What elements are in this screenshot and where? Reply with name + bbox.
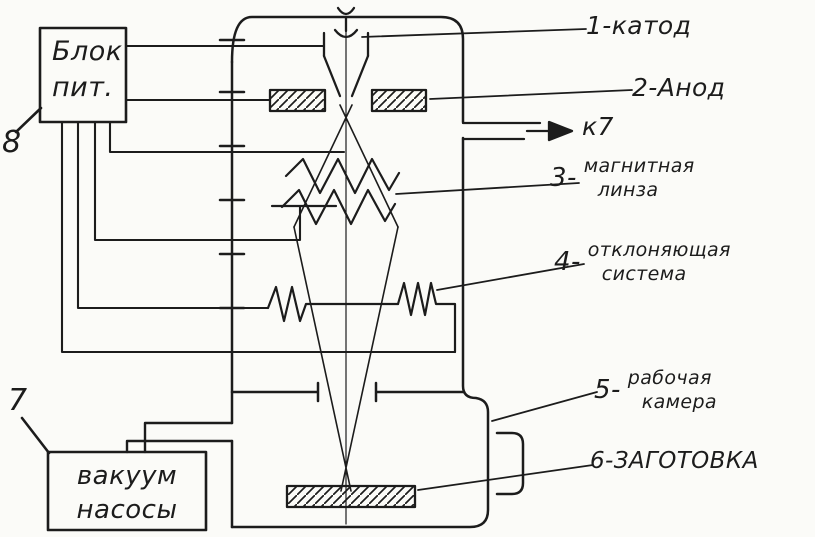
callout-leader-lines — [361, 28, 633, 491]
vacuum-duct — [125, 421, 234, 454]
power-supply-label-line1: Блок — [52, 36, 123, 67]
callout-chamber-line2: камера — [641, 390, 717, 413]
callout-anode: 2-Анод — [632, 73, 726, 102]
callout-to-pump: к7 — [582, 112, 614, 141]
vacuum-pump-label: вакуум насосы — [48, 460, 206, 528]
leader-deflection — [436, 263, 585, 291]
workpiece-block — [285, 484, 417, 509]
electron-beam — [293, 30, 399, 525]
flange-ticks — [218, 38, 246, 310]
power-supply-label: Блок пит. — [52, 34, 123, 107]
callout-chamber-number: 5- — [594, 375, 621, 405]
leader-workpiece — [417, 464, 594, 491]
leader-cathode — [361, 28, 587, 38]
leader-chamber — [491, 391, 598, 422]
leader-8 — [14, 106, 43, 134]
callout-workpiece: 6-ЗАГОТОВКА — [590, 448, 759, 474]
callout-deflection-line1: отклоняющая — [587, 239, 731, 261]
callout-lens-number: 3- — [550, 163, 577, 193]
leader-lens — [395, 182, 580, 195]
k7-port-arrow-icon — [461, 120, 574, 142]
power-supply-box-outline — [14, 26, 128, 134]
callout-cathode: 1-катод — [586, 11, 692, 40]
power-supply-number: 8 — [2, 125, 22, 160]
callout-deflection-line2: система — [601, 262, 687, 285]
leader-7 — [20, 416, 51, 455]
gun-column-outline — [218, 15, 525, 529]
callout-lens: 3- магнитная линза — [550, 156, 695, 201]
chamber-door-bracket — [495, 431, 525, 496]
vacuum-pump-box-outline — [20, 416, 208, 532]
callout-deflection-number: 4- — [554, 247, 581, 277]
callout-lens-line1: магнитная — [583, 155, 695, 177]
leader-anode — [429, 89, 633, 100]
callout-chamber-line1: рабочая — [627, 367, 712, 389]
vacuum-pump-label-line1: вакуум — [76, 461, 178, 491]
deflection-coils — [266, 281, 457, 354]
anode-blocks — [268, 88, 428, 113]
callout-deflection: 4- отклоняющая система — [554, 240, 731, 285]
magnetic-lens-coils — [270, 157, 401, 226]
vacuum-pump-number: 7 — [8, 383, 28, 418]
vacuum-pump-label-line2: насосы — [76, 494, 178, 525]
power-supply-wiring — [60, 44, 457, 354]
power-supply-label-line2: пит. — [52, 72, 114, 104]
gate-valve — [230, 381, 465, 403]
callout-chamber: 5- рабочая камера — [594, 368, 717, 413]
callout-lens-line2: линза — [597, 178, 659, 201]
